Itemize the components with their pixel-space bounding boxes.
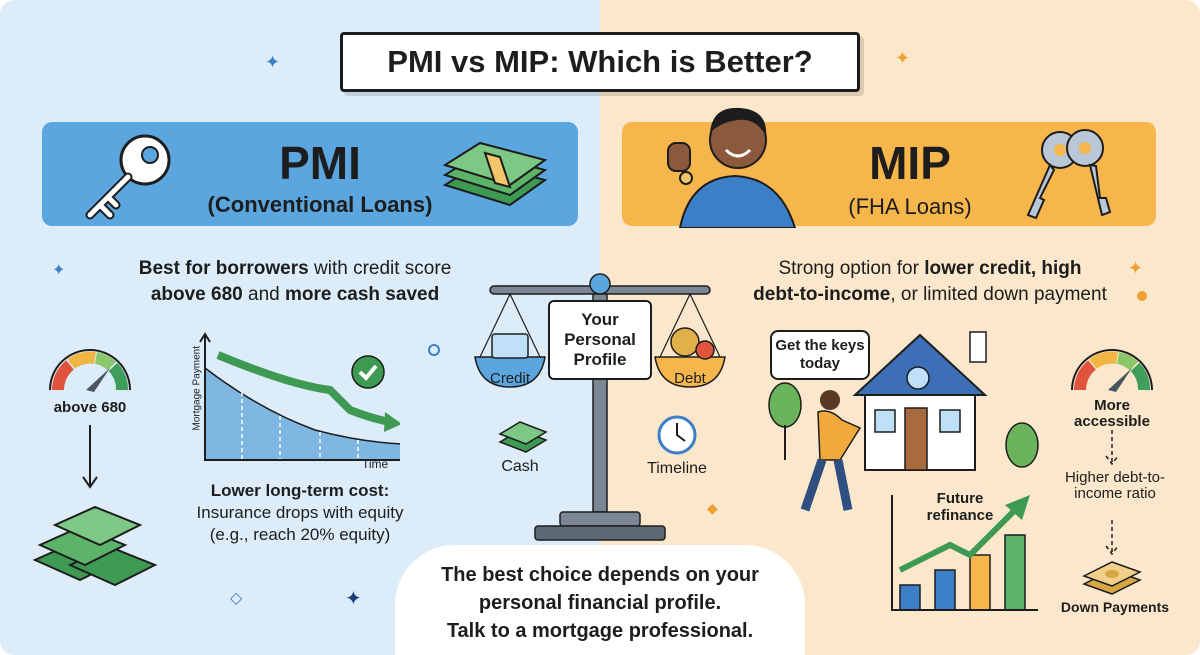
diamond-icon: ◇: [230, 590, 243, 607]
clock-icon: [657, 415, 697, 455]
down-payment-cash-icon: [1082, 561, 1142, 595]
house-with-person-illustration: [768, 331, 1039, 512]
credit-gauge-icon: [49, 349, 131, 392]
timeline-label: Timeline: [647, 460, 707, 477]
arrow-down-icon: [82, 425, 98, 489]
mip-title: MIP: [869, 137, 951, 189]
conclusion-bubble: The best choice depends on your personal…: [395, 545, 805, 655]
mip-subtitle: (FHA Loans): [848, 194, 972, 219]
down-payments-label: Down Payments: [1060, 599, 1170, 615]
personal-profile-box: Your Personal Profile: [548, 300, 652, 380]
diamond-icon: ◆: [707, 500, 718, 516]
mortgage-payment-chart: [199, 332, 400, 461]
sparkle-icon: ✦: [52, 262, 66, 279]
key-icon: [85, 134, 171, 220]
cash-label: Cash: [501, 458, 539, 475]
future-refinance-label: Future refinance: [926, 490, 994, 524]
person-with-keys-illustration: [667, 107, 797, 228]
circle-icon: [428, 344, 440, 356]
arrow-down-icon: [1105, 520, 1119, 556]
speech-bubble: Get the keys today: [770, 330, 870, 380]
circle-icon: [1137, 291, 1147, 301]
chart-y-axis-label: Mortgage Payment: [191, 346, 203, 431]
summary-text: , or limited down payment: [890, 284, 1107, 305]
summary-text: with credit score: [308, 258, 452, 279]
credit-gauge-label: above 680: [53, 399, 127, 416]
mip-heading: MIP (FHA Loans): [760, 140, 1060, 220]
chart-x-axis-label: Time: [362, 457, 389, 471]
summary-emph: debt-to-income: [753, 284, 891, 305]
sparkle-icon: ✦: [1128, 258, 1144, 278]
conclusion-line: The best choice depends on your: [441, 564, 759, 586]
summary-text: Strong option for: [778, 258, 925, 279]
arrow-down-icon: [1105, 430, 1119, 466]
sparkle-icon: ✦: [895, 48, 911, 68]
conclusion-line: Talk to a mortgage professional.: [446, 620, 754, 642]
pmi-cost-note: Lower long-term cost: Insurance drops wi…: [160, 480, 440, 546]
cash-stack-icon: [442, 141, 548, 207]
cost-line: Insurance drops with equity: [196, 503, 404, 522]
summary-emph: lower credit, high: [924, 258, 1082, 279]
page-title: PMI vs MIP: Which is Better?: [340, 32, 860, 92]
accessibility-label: More accessible: [1074, 397, 1150, 430]
refinance-bar-chart: [891, 495, 1038, 611]
keys-icon: [1026, 129, 1112, 220]
cost-title: Lower long-term cost:: [210, 481, 390, 500]
summary-emph: Best for borrowers: [138, 258, 309, 279]
pmi-heading: PMI (Conventional Loans): [160, 140, 480, 218]
summary-emph: above 680: [150, 284, 243, 305]
cash-icon: [498, 421, 548, 453]
mip-summary: Strong option for lower credit, high deb…: [700, 256, 1160, 308]
conclusion-line: personal financial profile.: [478, 592, 722, 614]
sparkle-icon: ✦: [265, 52, 281, 72]
accessibility-gauge-icon: [1071, 349, 1153, 392]
scale-credit-label: Credit: [489, 370, 530, 387]
cost-line: (e.g., reach 20% equity): [209, 525, 391, 544]
pmi-summary: Best for borrowers with credit score abo…: [70, 256, 520, 308]
dti-label: Higher debt-to-income ratio: [1064, 469, 1166, 502]
scale-debt-label: Debt: [674, 370, 706, 387]
pmi-subtitle: (Conventional Loans): [207, 192, 433, 217]
sparkle-icon: ✦: [345, 588, 362, 610]
summary-emph: more cash saved: [284, 284, 440, 305]
pmi-title: PMI: [279, 137, 361, 189]
summary-text: and: [242, 284, 285, 305]
money-pile-icon: [32, 505, 158, 587]
